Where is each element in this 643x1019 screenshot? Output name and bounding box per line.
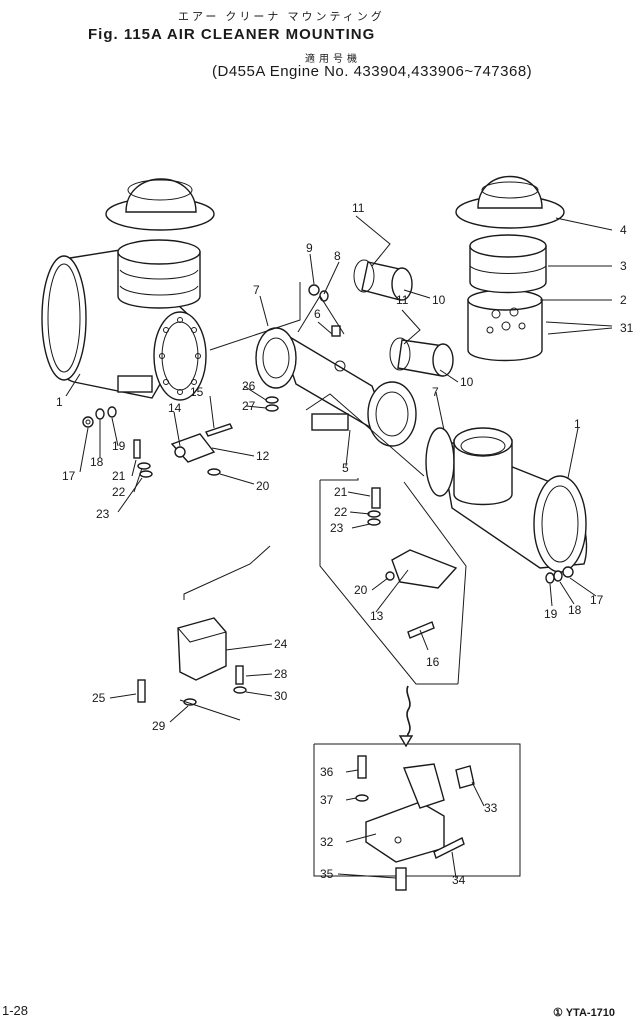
left-air-cleaner [41, 178, 215, 401]
callout-leaders [65, 215, 613, 879]
phantom-line-c [305, 393, 425, 477]
callout-30: 30 [274, 689, 288, 703]
callout-21-left: 21 [112, 469, 126, 483]
callout-5: 5 [342, 461, 349, 475]
callout-25: 25 [92, 691, 106, 705]
bracket-detail-32 [313, 743, 521, 891]
detail-leader [405, 685, 411, 743]
callout-33: 33 [484, 801, 498, 815]
right-air-cleaner [425, 427, 588, 573]
callout-21-right: 21 [334, 485, 348, 499]
phantom-line-b [297, 295, 345, 335]
callout-22-right: 22 [334, 505, 348, 519]
callout-20-left: 20 [256, 479, 270, 493]
callout-6: 6 [314, 307, 321, 321]
bracket-detail-13 [319, 478, 467, 685]
callout-12: 12 [256, 449, 270, 463]
callout-27: 27 [242, 399, 256, 413]
callout-16: 16 [426, 655, 440, 669]
japanese-applicability: 適用号機 [305, 54, 361, 65]
callout-37: 37 [320, 793, 334, 807]
callout-23-right: 23 [330, 521, 344, 535]
document-code: ① YTA-1710 [553, 1007, 616, 1019]
callout-31: 31 [620, 321, 634, 335]
callout-10-upper: 10 [432, 293, 446, 307]
callout-19-right: 19 [544, 607, 558, 621]
phantom-line-left [183, 545, 271, 600]
callout-17-right: 17 [590, 593, 604, 607]
phantom-line-a [209, 282, 301, 351]
callout-36: 36 [320, 765, 334, 779]
filter-stack [455, 175, 565, 362]
callout-22-left: 22 [112, 485, 126, 499]
callout-34: 34 [452, 873, 466, 887]
callout-29: 29 [152, 719, 166, 733]
callout-9: 9 [306, 241, 313, 255]
callout-2: 2 [620, 293, 627, 307]
detail-leader-arrow [398, 735, 414, 748]
callout-8: 8 [334, 249, 341, 263]
callout-32: 32 [320, 835, 334, 849]
callout-18-right: 18 [568, 603, 582, 617]
callout-26: 26 [242, 379, 256, 393]
callout-15: 15 [190, 385, 204, 399]
page-number: 1-28 [2, 1003, 29, 1018]
callout-10-lower: 10 [460, 375, 474, 389]
callout-11-upper: 11 [352, 201, 365, 215]
callout-14: 14 [168, 401, 182, 415]
engine-applicability: (D455A Engine No. 433904,433906~747368) [212, 63, 533, 80]
callout-1-right: 1 [574, 417, 581, 431]
callout-23-left: 23 [96, 507, 110, 521]
callout-20-right: 20 [354, 583, 368, 597]
hardware-right [545, 566, 574, 584]
hose-lower [389, 337, 454, 377]
connector-pipe [255, 327, 417, 447]
callout-18-left: 18 [90, 455, 104, 469]
japanese-title: エアー クリーナ マウンティング [178, 11, 385, 23]
callout-7-left: 7 [253, 283, 260, 297]
callout-19-left: 19 [112, 439, 126, 453]
callout-28: 28 [274, 667, 288, 681]
callout-13: 13 [370, 609, 384, 623]
callout-1-left: 1 [56, 395, 63, 409]
callout-7-right: 7 [432, 385, 439, 399]
hardware-left [82, 396, 279, 478]
callout-24: 24 [274, 637, 288, 651]
callout-11-lower: 11 [396, 293, 409, 307]
callout-4: 4 [620, 223, 627, 237]
bracket-detail-24 [137, 617, 247, 721]
hose-upper [353, 259, 413, 301]
callout-35: 35 [320, 867, 334, 881]
callout-labels: 1 1 2 3 4 5 6 7 7 8 9 10 10 11 11 12 13 … [56, 201, 634, 887]
callout-3: 3 [620, 259, 627, 273]
callout-17-left: 17 [62, 469, 76, 483]
figure-title: Fig. 115A AIR CLEANER MOUNTING [88, 26, 376, 43]
